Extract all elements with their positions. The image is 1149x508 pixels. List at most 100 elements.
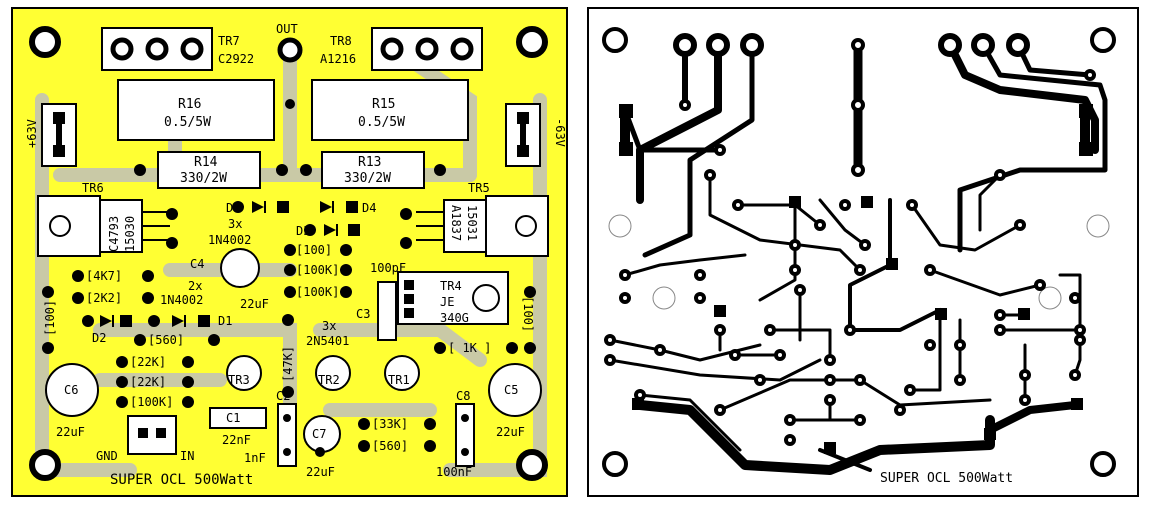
r-2k2: [2K2] (86, 291, 122, 305)
r15-value: 0.5/5W (358, 115, 405, 130)
d4-label: D4 (362, 201, 376, 215)
r-22k-b: [22K] (130, 375, 166, 389)
c1-value: 22nF (222, 433, 251, 447)
c3-body (377, 281, 397, 341)
left-board-title: SUPER OCL 500Watt (110, 472, 253, 488)
r13-value: 330/2W (344, 171, 391, 186)
r16-value: 0.5/5W (164, 115, 211, 130)
c2-value: 1nF (244, 451, 266, 465)
d3-label: D3 (296, 224, 310, 238)
small-transistors (226, 355, 420, 391)
neg-rail-connector (505, 103, 541, 167)
c1-body (209, 407, 267, 429)
mounting-holes (29, 26, 548, 481)
r16-body (117, 79, 275, 141)
c-100pf: 100pF (370, 261, 406, 275)
r-100k-b: [100K] (296, 285, 339, 299)
d5-label: D5 (226, 201, 240, 215)
left-pads (42, 99, 536, 457)
diode-note-b: 1N4002 (208, 233, 251, 247)
c5-label: C5 (504, 383, 518, 397)
tr1-label: TR1 (388, 373, 410, 387)
r-100-left: [100] (43, 300, 57, 336)
tr-note-b: 2N5401 (306, 334, 349, 348)
copper-pads (604, 33, 1096, 454)
tr7-part: C2922 (218, 52, 254, 66)
r13-label: R13 (358, 155, 381, 170)
diode-note-d: 1N4002 (160, 293, 203, 307)
electrolytic-caps (45, 248, 542, 453)
diode-note-a: 3x (228, 217, 242, 231)
gnd-label: GND (96, 449, 118, 463)
tr6-label: TR6 (82, 181, 104, 195)
copper-mounting-holes (602, 27, 1116, 477)
d2-label: D2 (92, 331, 106, 345)
tr8-part: A1216 (320, 52, 356, 66)
tr2-label: TR2 (318, 373, 340, 387)
r-47k: [47K] (281, 346, 295, 382)
r15-label: R15 (372, 97, 395, 112)
tr8-header (371, 27, 483, 71)
tr-note-a: 3x (322, 319, 336, 333)
tr7-header (101, 27, 213, 71)
c5-value: 22uF (496, 425, 525, 439)
tr5-package (416, 195, 549, 257)
r-100k-a: [100K] (296, 263, 339, 277)
r-33k: [33K] (372, 417, 408, 431)
input-connector (127, 415, 177, 455)
tr7-label: TR7 (218, 34, 240, 48)
c6-label: C6 (64, 383, 78, 397)
tr4-label: TR4 (440, 279, 462, 293)
tr5-part-a: A1837 (449, 205, 463, 241)
c2-body (277, 403, 297, 467)
d1-label: D1 (218, 314, 232, 328)
tr4-b: 340G (440, 311, 469, 325)
c2-label: C2 (276, 389, 290, 403)
pos-rail-connector (41, 103, 77, 167)
diode-note-c: 2x (188, 279, 202, 293)
r13-body (321, 151, 425, 189)
r-560-a: [560] (148, 333, 184, 347)
c8-body (455, 403, 475, 467)
right-board-title: SUPER OCL 500Watt (880, 471, 1013, 486)
c6-value: 22uF (56, 425, 85, 439)
r-560-b: [560] (372, 439, 408, 453)
r14-body (157, 151, 261, 189)
c8-label: C8 (456, 389, 470, 403)
c4-label: C4 (190, 257, 204, 271)
tr6-part-b: 15030 (123, 216, 137, 252)
diode-symbols (100, 201, 338, 327)
tr8-label: TR8 (330, 34, 352, 48)
copper-board-outline (587, 7, 1139, 497)
out-label: OUT (276, 22, 298, 36)
in-label: IN (180, 449, 194, 463)
pos-rail-label: +63V (25, 119, 39, 148)
tr3-label: TR3 (228, 373, 250, 387)
tr5-label: TR5 (468, 181, 490, 195)
component-side-board: TR7 C2922 OUT TR8 A1216 R16 0.5/5W R15 0… (11, 7, 568, 497)
copper-side-board: SUPER OCL 500Watt (587, 7, 1139, 497)
tr6-part-a: C4793 (107, 216, 121, 252)
r14-value: 330/2W (180, 171, 227, 186)
r16-label: R16 (178, 97, 201, 112)
c4-value: 22uF (240, 297, 269, 311)
r-100-a: [100] (296, 243, 332, 257)
r-100k-c: [100K] (130, 395, 173, 409)
c7-label: C7 (312, 427, 326, 441)
neg-rail-label: -63V (553, 118, 567, 147)
c7-value: 22uF (306, 465, 335, 479)
c8-value: 100nF (436, 465, 472, 479)
r15-body (311, 79, 469, 141)
tr4-package (397, 271, 509, 325)
c1-label: C1 (226, 411, 240, 425)
tr5-part-b: 15031 (465, 205, 479, 241)
c3-label: C3 (356, 307, 370, 321)
r-1k: [ 1K ] (448, 341, 491, 355)
r14-label: R14 (194, 155, 218, 170)
tr6-package (37, 195, 170, 257)
tr4-a: JE (440, 295, 454, 309)
r-4k7: [4K7] (86, 269, 122, 283)
r-100-right: [100] (521, 296, 535, 332)
